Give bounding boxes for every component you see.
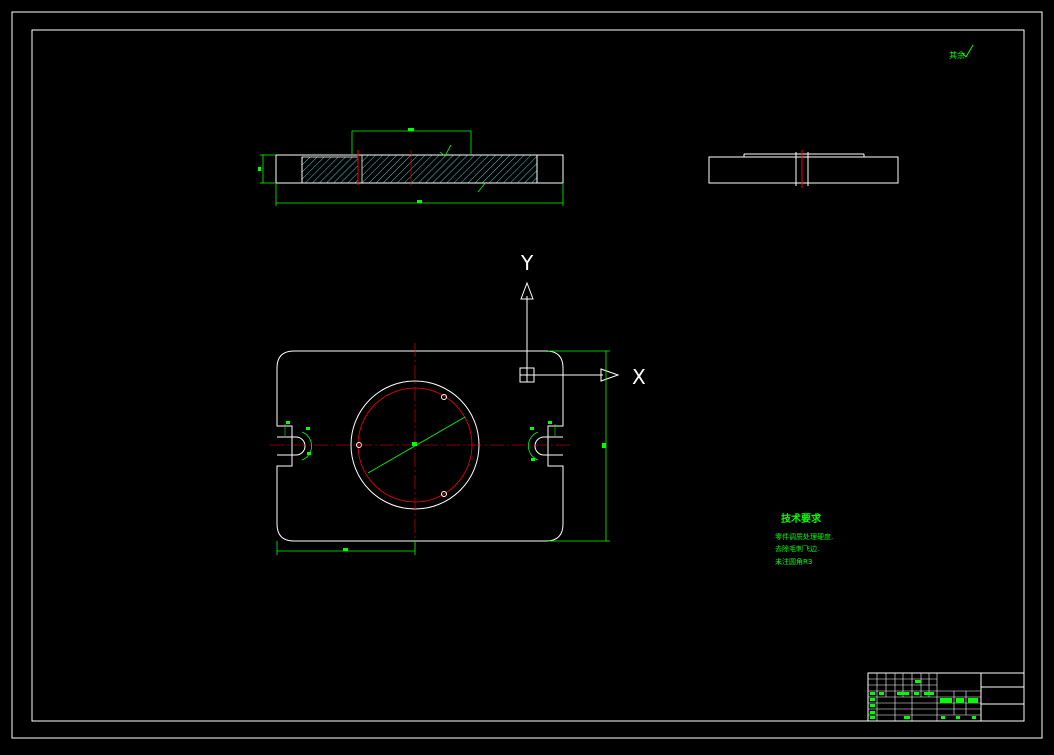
side-view [708, 150, 899, 188]
x-axis-label: X [632, 365, 646, 389]
tech-requirements: 技术要求 零件调质处理硬度. 去除毛刺飞边. 未注圆角R3 [775, 512, 833, 566]
roughness-note: 其余 [949, 44, 974, 60]
tech-requirements-title: 技术要求 [781, 512, 822, 525]
ucs-axes: Y X [519, 251, 646, 389]
plan-view [270, 343, 610, 555]
title-block [867, 672, 1025, 722]
section-view [258, 128, 564, 206]
tech-requirement-2: 去除毛刺飞边. [775, 544, 819, 553]
outer-frame [11, 11, 1043, 739]
tech-requirement-1: 零件调质处理硬度. [775, 532, 833, 541]
roughness-note-text: 其余 [949, 50, 965, 60]
inner-frame [31, 29, 1025, 722]
tech-requirement-3: 未注圆角R3 [775, 557, 812, 566]
y-axis-label: Y [520, 251, 534, 275]
